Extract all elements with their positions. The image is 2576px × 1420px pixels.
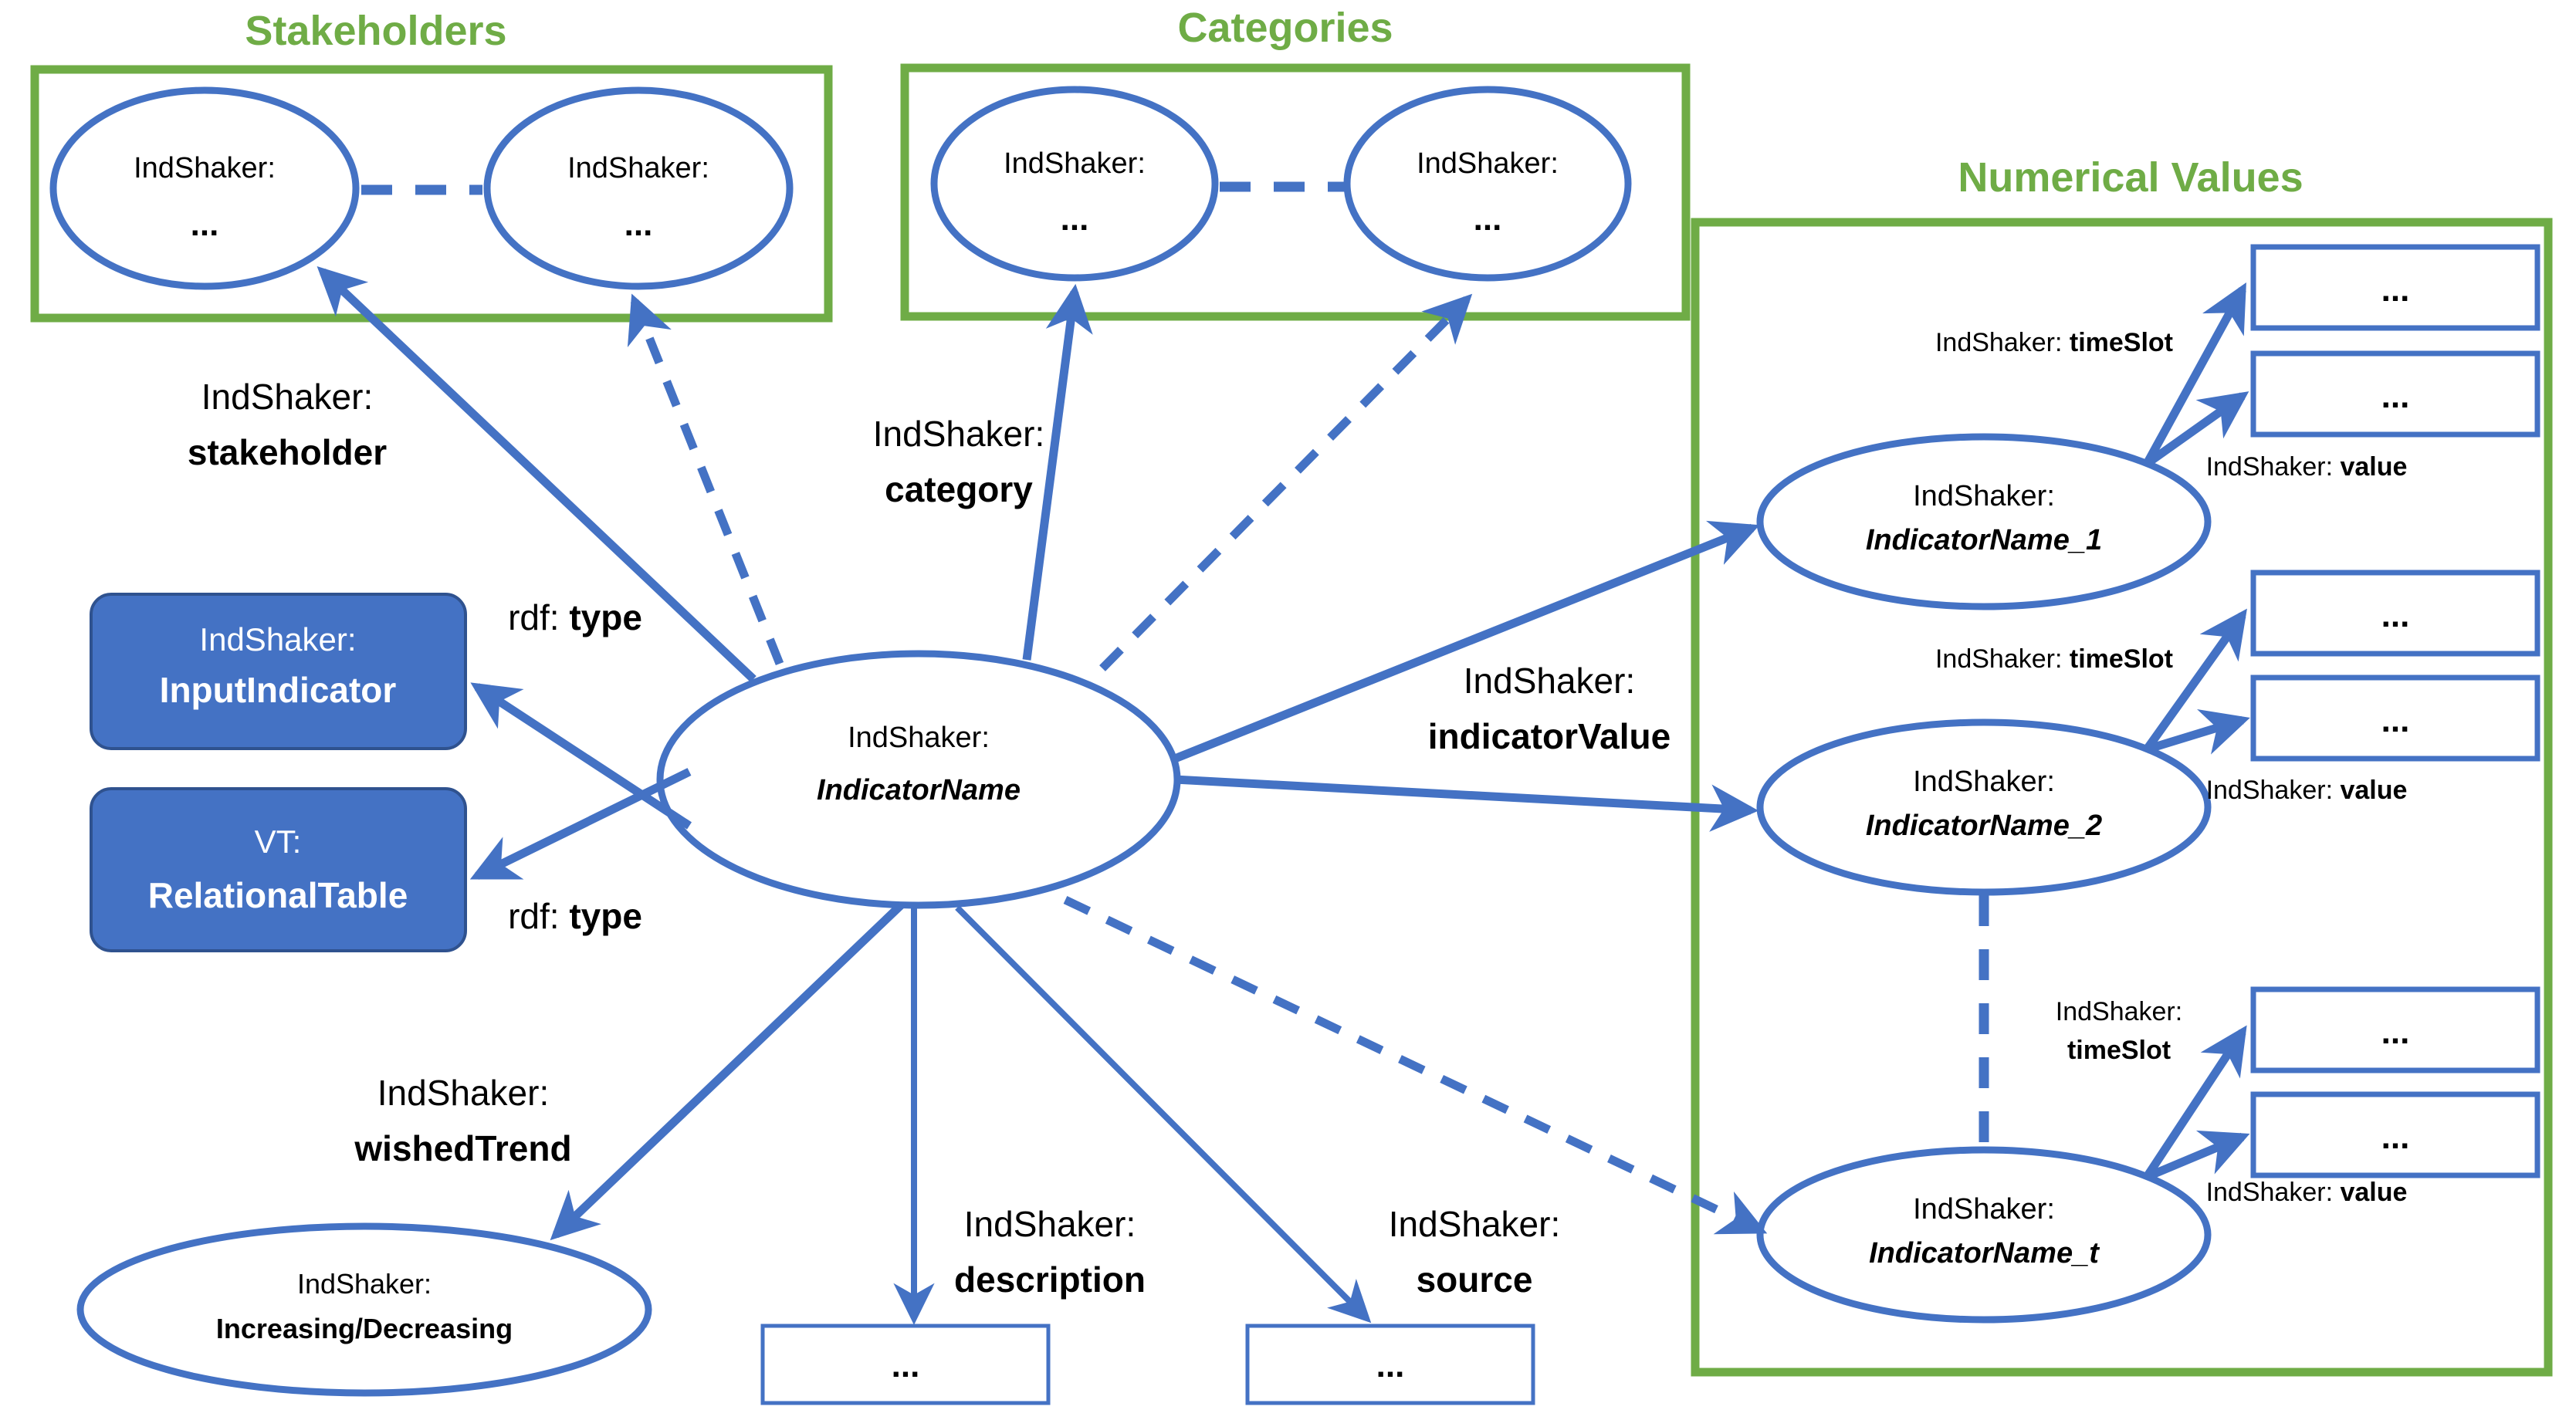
category-node-1-line2: ...: [1061, 200, 1089, 238]
type-node-inputindicator-line2: InputIndicator: [160, 670, 397, 710]
numeric-node-1-line1: IndShaker:: [1913, 480, 2055, 512]
stakeholder-node-2-line1: IndShaker:: [567, 152, 709, 184]
edge-stakeholder: [316, 265, 757, 682]
type-node-relationaltable[interactable]: [90, 787, 467, 952]
edge-label-numeric2-value: IndShaker: value: [2206, 776, 2408, 805]
category-node-2[interactable]: [1343, 86, 1632, 282]
group-box-numerical-values: [1691, 218, 2553, 1377]
edge-label-wishedtrend-line1: IndShaker:: [377, 1073, 549, 1113]
group-title-categories: Categories: [1177, 5, 1393, 51]
numeric-node-1[interactable]: [1756, 433, 2212, 610]
edge-label-description-line1: IndShaker:: [964, 1204, 1136, 1244]
trend-node-line2: Increasing/Decreasing: [216, 1313, 513, 1344]
numeric-node-t-line1: IndShaker:: [1913, 1193, 2055, 1226]
stakeholder-node-1-line2: ...: [191, 205, 219, 243]
category-node-1-line1: IndShaker:: [1004, 147, 1146, 180]
edge-label-indicatorvalue-line1: IndShaker:: [1464, 661, 1635, 701]
numeric-node-1-value-box[interactable]: [2250, 350, 2540, 438]
numeric-node-2-timeslot-box[interactable]: [2250, 570, 2540, 657]
group-box-stakeholders: [30, 65, 833, 323]
numeric-node-2-value-box-value: ...: [2381, 702, 2410, 739]
numeric-node-2-line2: IndicatorName_2: [1866, 810, 2102, 842]
edge-category: [1022, 283, 1093, 661]
edge-label-rdftype-1: rdf: type: [508, 597, 642, 637]
edge-numeric1-value: [2144, 391, 2249, 468]
edge-label-category-line1: IndShaker:: [873, 414, 1044, 454]
group-title-stakeholders: Stakeholders: [245, 8, 506, 54]
numeric-node-1-timeslot-box-value: ...: [2381, 271, 2410, 309]
numeric-node-t-value-box[interactable]: [2250, 1091, 2540, 1178]
numeric-node-2-timeslot-box-value: ...: [2381, 597, 2410, 634]
edge-rdftype-relationaltable: [469, 768, 692, 880]
edge-label-rdftype-2: rdf: type: [508, 896, 642, 936]
edge-label-numerict-timeslot-line1: IndShaker:: [2056, 997, 2182, 1026]
numeric-node-2[interactable]: [1756, 718, 2212, 896]
edge-rdftype-inputindicator: [470, 682, 692, 830]
numeric-node-t-timeslot-box[interactable]: [2250, 986, 2540, 1073]
category-node-2-line2: ...: [1474, 200, 1502, 238]
numeric-node-t-timeslot-box-value: ...: [2381, 1013, 2410, 1051]
edge-label-category-line2: category: [885, 469, 1033, 509]
edge-label-numeric2-timeslot: IndShaker: timeSlot: [1935, 644, 2173, 674]
category-node-1[interactable]: [930, 86, 1219, 282]
description-literal-value: ...: [892, 1347, 920, 1384]
group-box-categories: [900, 63, 1691, 321]
numeric-node-t-line2: IndicatorName_t: [1869, 1237, 2100, 1270]
numeric-node-1-value-box-value: ...: [2381, 377, 2410, 415]
stakeholder-node-1[interactable]: [49, 86, 360, 290]
edge-numeric1-timeslot: [2143, 282, 2246, 466]
edge-label-description-line2: description: [954, 1259, 1146, 1300]
edge-label-numerict-timeslot-line2: timeSlot: [2067, 1036, 2171, 1065]
edge-numeric2-timeslot: [2143, 608, 2247, 752]
group-title-numerical-values: Numerical Values: [1958, 154, 2303, 201]
numeric-node-1-timeslot-box[interactable]: [2250, 244, 2540, 331]
edge-indicatorvalue-2: [1174, 775, 1759, 832]
type-node-inputindicator[interactable]: [90, 593, 467, 750]
numeric-node-1-line2: IndicatorName_1: [1866, 524, 2102, 556]
edge-label-indicatorvalue-line2: indicatorValue: [1428, 716, 1671, 756]
stakeholder-node-2-line2: ...: [625, 205, 653, 243]
edge-numeric2-value: [2145, 708, 2250, 755]
edge-label-numerict-value: IndShaker: value: [2206, 1178, 2408, 1207]
numeric-node-t[interactable]: [1756, 1146, 2212, 1324]
edge-label-stakeholder-line2: stakeholder: [188, 432, 387, 472]
edge-label-numeric1-value: IndShaker: value: [2206, 452, 2408, 482]
edge-indicatorvalue-1: [1173, 520, 1760, 763]
center-node-line2: IndicatorName: [817, 774, 1021, 806]
edge-label-stakeholder-line1: IndShaker:: [201, 377, 373, 417]
trend-node-line1: IndShaker:: [297, 1268, 432, 1300]
edge-label-source-line1: IndShaker:: [1389, 1204, 1560, 1244]
type-node-inputindicator-line1: IndShaker:: [199, 621, 356, 658]
source-literal-box[interactable]: [1245, 1324, 1535, 1405]
edge-source: [955, 905, 1372, 1324]
edge-category-dashed: [1099, 293, 1473, 671]
edge-label-numeric1-timeslot: IndShaker: timeSlot: [1935, 328, 2173, 357]
center-node-line1: IndShaker:: [848, 722, 990, 754]
edge-wishedtrend: [550, 901, 905, 1241]
description-literal-box[interactable]: [760, 1324, 1051, 1405]
numeric-node-2-line1: IndShaker:: [1913, 766, 2055, 798]
edge-numerict-timeslot: [2143, 1025, 2247, 1180]
edge-label-wishedtrend-line2: wishedTrend: [354, 1128, 571, 1168]
numeric-node-2-value-box[interactable]: [2250, 674, 2540, 762]
stakeholder-node-2[interactable]: [483, 86, 794, 290]
numeric-node-t-value-box-value: ...: [2381, 1118, 2410, 1156]
category-node-2-line1: IndShaker:: [1417, 147, 1559, 180]
edge-indicatorvalue-t-dashed: [1063, 896, 1768, 1235]
edge-numerict-value: [2144, 1130, 2250, 1182]
edge-stakeholder-dashed: [627, 293, 784, 666]
type-node-relationaltable-line1: VT:: [255, 823, 302, 860]
edge-label-source-line2: source: [1417, 1259, 1533, 1300]
type-node-relationaltable-line2: RelationalTable: [148, 875, 408, 915]
trend-node[interactable]: [76, 1222, 652, 1397]
source-literal-value: ...: [1376, 1347, 1405, 1384]
stakeholder-node-1-line1: IndShaker:: [134, 152, 276, 184]
